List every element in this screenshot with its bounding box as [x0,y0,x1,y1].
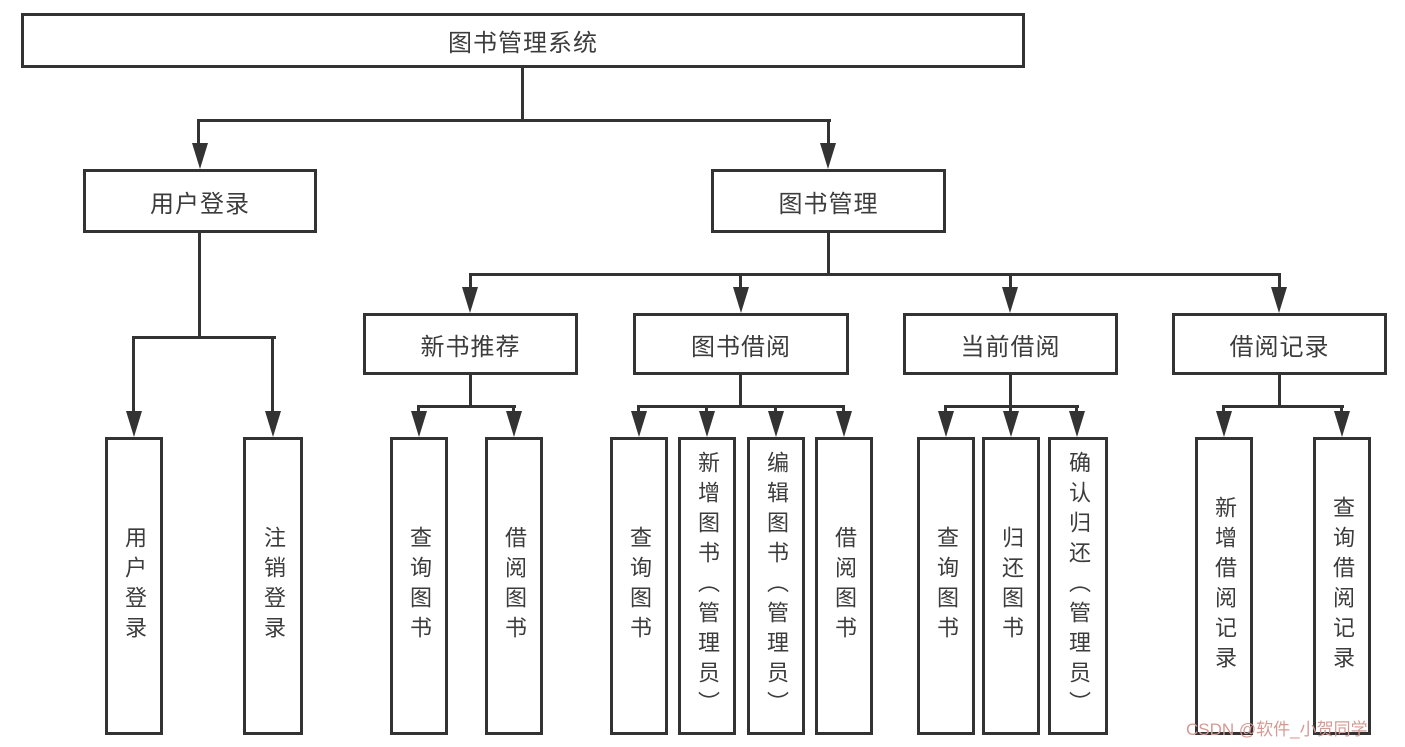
leaf-label: 新增借阅记录 [1212,496,1237,676]
leaf-label: 查询图书 [407,526,432,646]
leaf-query-book-borrow: 查询图书 [610,437,668,735]
arrow-down-icon [411,411,427,437]
node-book-borrow: 图书借阅 [633,313,849,375]
leaf-label: 注销登录 [261,526,286,646]
arrow-down-icon [1003,411,1019,437]
connector-stub [705,405,708,414]
node-borrow-record: 借阅记录 [1172,313,1387,375]
arrow-down-icon [820,143,836,169]
connector-stub [1009,405,1012,414]
leaf-add-borrow-record: 新增借阅记录 [1195,437,1253,735]
node-label: 图书管理 [778,190,879,218]
leaf-query-borrow-record: 查询借阅记录 [1313,437,1371,735]
connector-stub [637,405,640,414]
connector-stub [1340,405,1343,414]
connector-to-new-book [469,273,472,291]
arrow-down-icon [192,143,208,169]
node-book-management: 图书管理 [711,169,946,233]
connector-to-book-borrow [739,273,742,291]
leaf-query-book-current: 查询图书 [917,437,975,735]
connector-to-user-login [197,119,200,146]
leaf-label: 新增图书（管理员） [695,451,720,721]
csdn-watermark: CSDN @软件_小贺同学 [1186,720,1368,739]
arrow-down-icon [631,411,647,437]
connector-root-splitter [197,119,831,122]
node-label: 新书推荐 [420,333,521,361]
connector-stub [1075,405,1078,414]
connector-to-leaf-logout [271,336,274,413]
arrow-down-icon [1002,287,1018,313]
leaf-logout: 注销登录 [243,437,303,735]
arrow-down-icon [126,411,142,437]
connector-root-stem [521,68,524,122]
connector-stub [512,405,515,414]
node-label: 图书借阅 [691,333,791,361]
connector-to-current-borrow [1009,273,1012,291]
connector-new-book-splitter [417,405,516,408]
connector-stub [944,405,947,414]
node-label: 当前借阅 [960,333,1061,361]
arrow-down-icon [768,411,784,437]
node-label: 用户登录 [150,190,250,218]
connector-stub [417,405,420,414]
arrow-down-icon [1334,411,1350,437]
leaf-label: 编辑图书（管理员） [764,451,789,721]
connector-to-borrow-record [1278,273,1281,291]
leaf-edit-book-admin: 编辑图书（管理员） [747,437,805,735]
leaf-borrow-book-recommend: 借阅图书 [485,437,543,735]
leaf-add-book-admin: 新增图书（管理员） [678,437,736,735]
leaf-label: 查询借阅记录 [1330,496,1355,676]
leaf-user-login: 用户登录 [105,437,163,735]
connector-stub [774,405,777,414]
connector-to-leaf-user-login [132,336,135,413]
leaf-label: 借阅图书 [832,526,857,646]
node-new-book-recommend: 新书推荐 [363,313,578,375]
connector-to-book-management [827,119,830,146]
arrow-down-icon [265,411,281,437]
leaf-query-book-recommend: 查询图书 [390,437,448,735]
leaf-confirm-return-admin: 确认归还（管理员） [1048,437,1108,735]
arrow-down-icon [699,411,715,437]
connector-new-book-stem [469,375,472,408]
connector-stub [1222,405,1225,414]
arrow-down-icon [836,411,852,437]
node-current-borrow: 当前借阅 [903,313,1118,375]
connector-borrow-record-stem [1278,375,1281,408]
leaf-borrow-book: 借阅图书 [815,437,873,735]
connector-stub [842,405,845,414]
leaf-label: 用户登录 [122,526,147,646]
connector-book-borrow-splitter [637,405,845,408]
leaf-return-book: 归还图书 [982,437,1040,735]
connector-user-login-stem [198,233,201,337]
connector-user-login-splitter [132,336,276,339]
connector-current-borrow-stem [1009,375,1012,408]
leaf-label: 归还图书 [999,526,1024,646]
arrow-down-icon [733,287,749,313]
node-library-management-system: 图书管理系统 [21,13,1025,68]
arrow-down-icon [1271,287,1287,313]
leaf-label: 确认归还（管理员） [1066,451,1091,721]
node-label: 图书管理系统 [448,30,598,57]
connector-book-mgmt-splitter [469,273,1281,276]
arrow-down-icon [462,287,478,313]
node-user-login: 用户登录 [83,169,317,233]
arrow-down-icon [506,411,522,437]
arrow-down-icon [1069,411,1085,437]
connector-borrow-record-splitter [1222,405,1344,408]
arrow-down-icon [938,411,954,437]
arrow-down-icon [1216,411,1232,437]
connector-book-mgmt-stem [827,233,830,276]
node-label: 借阅记录 [1229,333,1330,361]
connector-book-borrow-stem [739,375,742,408]
leaf-label: 查询图书 [934,526,959,646]
leaf-label: 借阅图书 [502,526,527,646]
leaf-label: 查询图书 [627,526,652,646]
